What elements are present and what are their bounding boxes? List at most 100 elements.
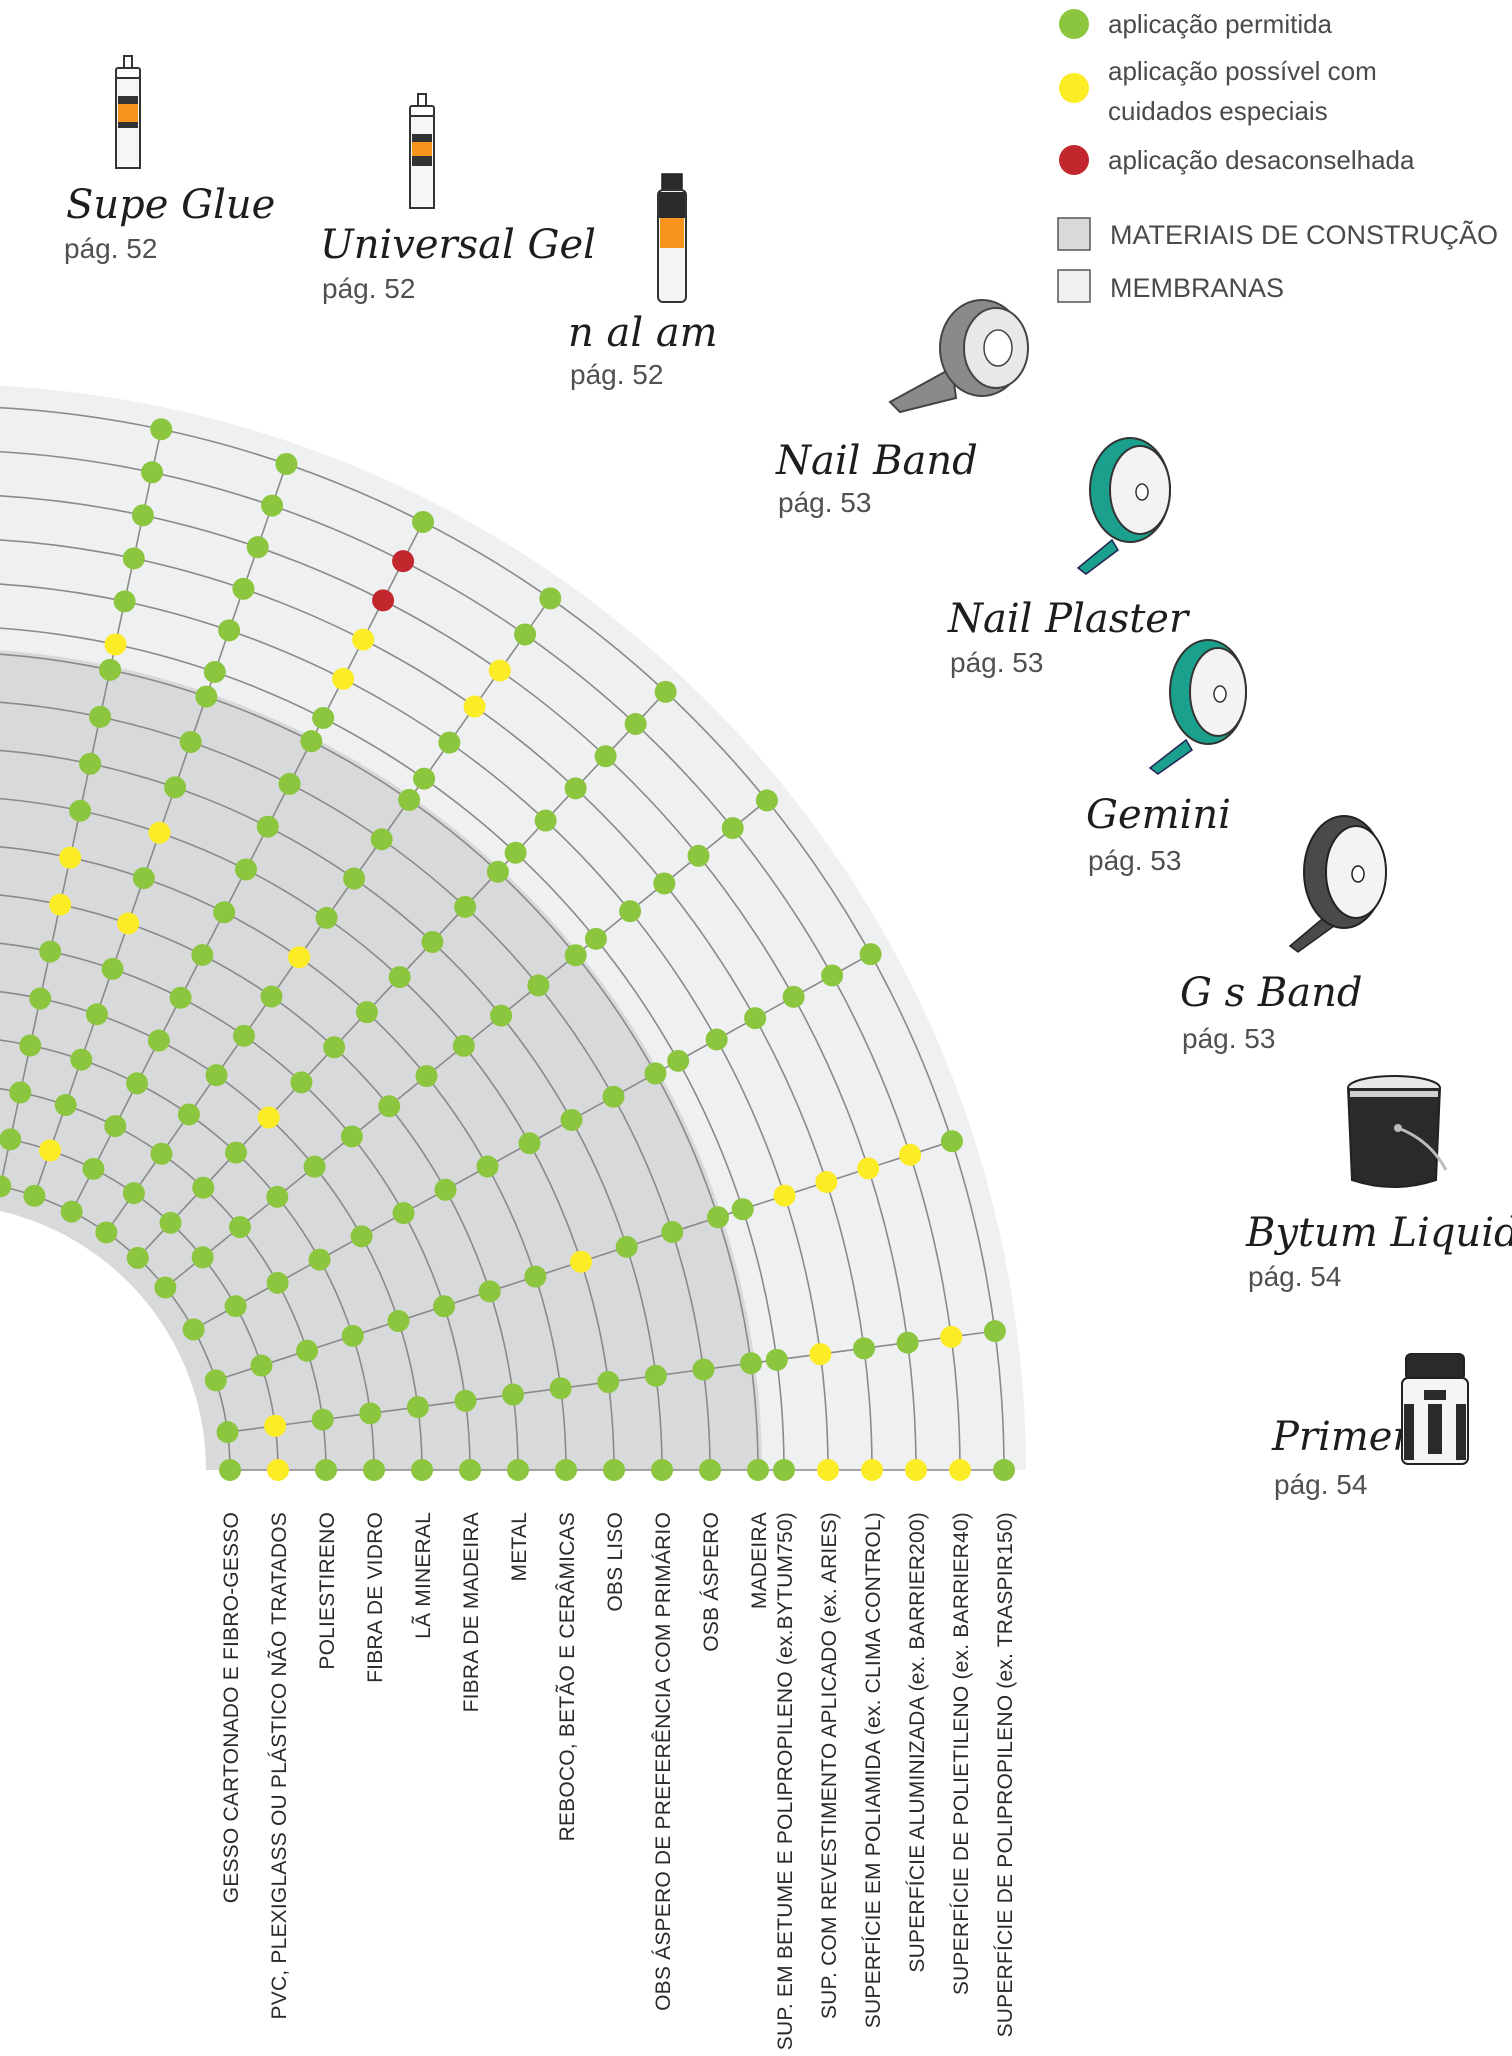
dot-ok: [502, 1383, 525, 1406]
dot-ok: [204, 1369, 227, 1392]
dot-ok: [350, 1225, 373, 1248]
dot-ok: [79, 752, 102, 775]
dot-ok: [518, 1132, 541, 1155]
baseline-dot: [507, 1459, 529, 1481]
dot-ok: [387, 1310, 410, 1333]
dot-ok: [661, 1221, 684, 1244]
dot-ok: [653, 872, 676, 895]
dot-ok: [266, 1271, 289, 1294]
dot-ok: [514, 623, 537, 646]
dot-ok: [549, 1377, 572, 1400]
membrane-ring: [0, 495, 917, 1471]
dot-ok: [454, 895, 477, 918]
baseline-dot: [555, 1459, 577, 1481]
grey-tape-roll-icon: [888, 299, 1029, 414]
dot-ok: [232, 577, 255, 600]
dot-ok: [85, 1003, 108, 1026]
dot-ok: [39, 940, 62, 963]
membrane-label: SUP. EM BETUME E POLIPROPILENO (ex.BYTUM…: [774, 1512, 797, 2050]
construction-ring: [0, 701, 711, 1471]
dot-ok: [95, 1221, 118, 1244]
dot-ok: [60, 1200, 83, 1223]
dot-ok: [70, 1048, 93, 1071]
dot-ok: [740, 1352, 763, 1375]
dot-no: [392, 550, 415, 573]
dot-ok: [131, 504, 154, 527]
baseline-dot: [267, 1459, 289, 1481]
baseline-dot: [363, 1459, 385, 1481]
product-page-foam: pág. 52: [570, 359, 663, 390]
product-page-universal-gel: pág. 52: [322, 273, 415, 304]
dot-ok: [434, 1178, 457, 1201]
dot-ok: [692, 1358, 715, 1381]
dot-ok: [150, 1142, 173, 1165]
baseline-dot: [817, 1459, 839, 1481]
dot-ok: [406, 1396, 429, 1419]
legend-dot-ok: [1059, 9, 1089, 39]
membrane-label: SUPERFÍCIE ALUMINIZADA (ex. BARRIER200): [906, 1512, 929, 1973]
dot-ok: [101, 957, 124, 980]
legend-label-care-line2: cuidados especiais: [1108, 96, 1328, 126]
product-page-nail-band: pág. 53: [778, 487, 871, 518]
green-tape-roll-icon: [1076, 437, 1171, 575]
primer-jar-icon: [1401, 1353, 1469, 1465]
membrane-label: SUPERFÍCIE DE POLIETILENO (ex. BARRIER40…: [950, 1512, 973, 1995]
dot-ok: [615, 1235, 638, 1258]
dot-ok: [218, 619, 241, 642]
dot-ok: [654, 680, 677, 703]
dot-ok: [438, 731, 461, 754]
dot-ok: [122, 1182, 145, 1205]
product-name-nail-band: Nail Band: [775, 438, 978, 484]
dot-ok: [99, 658, 122, 681]
baseline-dot: [603, 1459, 625, 1481]
dot-care: [264, 1414, 287, 1437]
construction-material-label: OBS ÁSPERO DE PREFERÊNCIA COM PRIMÁRIO: [652, 1512, 675, 2011]
dot-care: [463, 695, 486, 718]
dot-care: [257, 1106, 280, 1129]
dot-ok: [113, 590, 136, 613]
product-page-super-glue: pág. 52: [64, 233, 157, 264]
dot-ok: [644, 1062, 667, 1085]
dot-care: [352, 628, 375, 651]
product-page-bytum-liquid: pág. 54: [1248, 1261, 1341, 1292]
dot-ok: [782, 985, 805, 1008]
dot-ok: [23, 1184, 46, 1207]
dot-ok: [355, 1001, 378, 1024]
construction-ring: [0, 894, 519, 1471]
construction-ring: [0, 653, 759, 1471]
dot-ok: [89, 705, 112, 728]
construction-material-label: FIBRA DE VIDRO: [364, 1512, 387, 1683]
dot-ok: [859, 943, 882, 966]
dot-ok: [126, 1072, 149, 1095]
membrane-label: SUP. COM REVESTIMENTO APLICADO (ex. ARIE…: [818, 1512, 841, 2019]
dark-tape-roll-icon: [1288, 815, 1387, 953]
dot-ok: [275, 452, 298, 475]
construction-ring: [0, 942, 471, 1471]
dot-ok: [312, 706, 335, 729]
product-name-super-glue: Supe Glue: [66, 182, 275, 228]
dot-ok: [19, 1034, 42, 1057]
dot-ok: [164, 776, 187, 799]
dot-ok: [308, 1248, 331, 1271]
dot-ok: [191, 943, 214, 966]
construction-material-label: FIBRA DE MADEIRA: [460, 1512, 483, 1712]
legend-label-construction: MATERIAIS DE CONSTRUÇÃO: [1110, 219, 1498, 250]
product-name-gemini: Gemini: [1086, 792, 1231, 838]
dot-ok: [853, 1337, 876, 1360]
dot-ok: [388, 966, 411, 989]
dot-care: [488, 659, 511, 682]
membrane-label: SUPERFÍCIE EM POLIAMIDA (ex. CLIMA CONTR…: [862, 1512, 885, 2028]
dot-ok: [602, 1085, 625, 1108]
product-page-gas-band: pág. 53: [1182, 1023, 1275, 1054]
membrane-ring: [0, 627, 785, 1471]
dot-ok: [0, 1175, 12, 1198]
dot-ok: [234, 858, 257, 881]
baseline-dot: [315, 1459, 337, 1481]
dot-ok: [205, 1064, 228, 1087]
baseline-dot: [699, 1459, 721, 1481]
dot-ok: [224, 1141, 247, 1164]
dot-ok: [378, 1095, 401, 1118]
product-name-nail-plaster: Nail Plaster: [947, 596, 1191, 642]
construction-material-label: REBOCO, BETÃO E CERÂMICAS: [555, 1512, 579, 1841]
